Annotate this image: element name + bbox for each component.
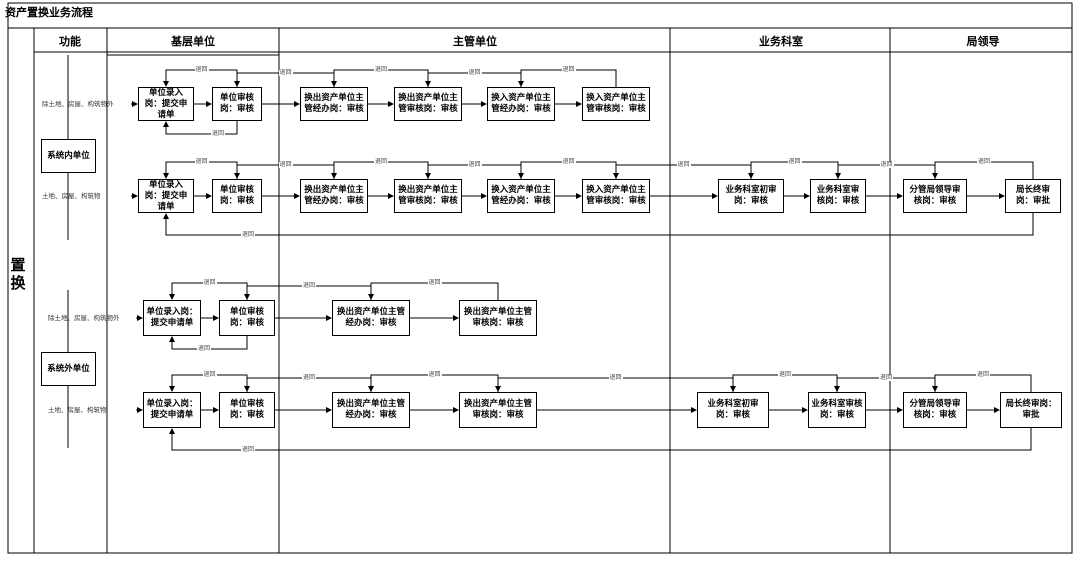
step-box-dept-initial: 业务科室初审岗：审核 (718, 179, 784, 213)
diagram-title: 资产置换业务流程 (5, 6, 93, 19)
step-box-out-auditor-b: 换出资产单位主管审核岗：审核 (459, 392, 537, 428)
unit-box-internal: 系统内单位 (41, 139, 96, 173)
step-box-dept-review: 业务科室审核岗：审核 (808, 392, 866, 428)
return-label: 退回 (278, 69, 293, 76)
step-box-dept-initial: 业务科室初审岗：审核 (697, 392, 769, 428)
return-label: 退回 (787, 158, 802, 165)
column-header-bureau-leader: 局领导 (966, 35, 1000, 48)
material-label: 除土地、房屋、构筑物外 (42, 100, 114, 108)
return-label: 退回 (879, 374, 894, 381)
step-box-out-auditor-b: 换出资产单位主管审核岗：审核 (459, 300, 537, 336)
return-label: 退回 (197, 345, 212, 352)
return-label: 退回 (241, 231, 256, 238)
step-box-director-final: 局长终审岗：审批 (1000, 392, 1062, 428)
step-box-leader-review: 分管局领导审核岗：审核 (903, 179, 967, 213)
step-box-out-handler-a: 换出资产单位主管经办岗：审核 (300, 179, 368, 213)
return-label: 退回 (561, 66, 576, 73)
column-header-supervisor: 主管单位 (453, 35, 497, 48)
return-label: 退回 (977, 158, 992, 165)
material-label: 土地、房屋、构筑物 (42, 192, 101, 200)
step-box-director-final: 局长终审岗：审批 (1005, 179, 1061, 213)
return-label: 退回 (676, 161, 691, 168)
step-box-in-handler: 换入资产单位主管经办岗：审核 (487, 179, 555, 213)
material-label: 除土地、房屋、构筑物外 (48, 314, 120, 322)
step-box-out-handler-b: 换出资产单位主管经办岗：审核 (332, 392, 410, 428)
step-box-audit: 单位审核岗：审核 (219, 392, 275, 428)
step-box-in-auditor: 换入资产单位主管审核岗：审核 (582, 179, 650, 213)
return-label: 退回 (467, 161, 482, 168)
return-label: 退回 (778, 371, 793, 378)
step-box-leader-review: 分管局领导审核岗：审核 (903, 392, 967, 428)
column-header-base-unit: 基层单位 (171, 35, 215, 48)
side-label-replacement: 置换 (10, 256, 26, 292)
step-box-entry: 单位录入岗：提交申请单 (143, 300, 201, 336)
return-label: 退回 (194, 158, 209, 165)
column-header-function: 功能 (59, 35, 81, 48)
step-box-out-auditor-a: 换出资产单位主管审核岗：审核 (394, 179, 462, 213)
outer-border (7, 2, 1073, 554)
step-box-out-handler-b: 换出资产单位主管经办岗：审核 (332, 300, 410, 336)
step-box-entry: 单位录入岗：提交申请单 (138, 87, 194, 121)
return-label: 退回 (374, 158, 389, 165)
return-label: 退回 (467, 69, 482, 76)
return-label: 退回 (427, 279, 442, 286)
return-label: 退回 (561, 158, 576, 165)
column-header-business-dept: 业务科室 (759, 35, 803, 48)
return-label: 退回 (194, 66, 209, 73)
step-box-out-auditor-a: 换出资产单位主管审核岗：审核 (394, 87, 462, 121)
return-label: 退回 (211, 130, 226, 137)
step-box-in-auditor: 换入资产单位主管审核岗：审核 (582, 87, 650, 121)
return-label: 退回 (202, 279, 217, 286)
return-label: 退回 (278, 161, 293, 168)
step-box-entry: 单位录入岗：提交申请单 (143, 392, 201, 428)
unit-box-external: 系统外单位 (41, 352, 96, 386)
return-label: 退回 (302, 374, 317, 381)
return-label: 退回 (879, 161, 894, 168)
return-connector (163, 213, 1034, 236)
step-box-out-handler-a: 换出资产单位主管经办岗：审核 (300, 87, 368, 121)
step-box-entry: 单位录入岗：提交申请单 (138, 179, 194, 213)
step-box-dept-review: 业务科室审核岗：审核 (810, 179, 866, 213)
return-connector (163, 121, 238, 135)
material-label: 土地、房屋、构筑物 (48, 406, 107, 414)
return-label: 退回 (202, 371, 217, 378)
return-label: 退回 (241, 446, 256, 453)
step-box-in-handler: 换入资产单位主管经办岗：审核 (487, 87, 555, 121)
return-label: 退回 (374, 66, 389, 73)
step-box-audit: 单位审核岗：审核 (219, 300, 275, 336)
return-label: 退回 (427, 371, 442, 378)
return-label: 退回 (608, 374, 623, 381)
step-box-audit: 单位审核岗：审核 (212, 179, 262, 213)
step-box-audit: 单位审核岗：审核 (212, 87, 262, 121)
return-label: 退回 (976, 371, 991, 378)
return-connector (169, 428, 1032, 451)
return-label: 退回 (302, 282, 317, 289)
